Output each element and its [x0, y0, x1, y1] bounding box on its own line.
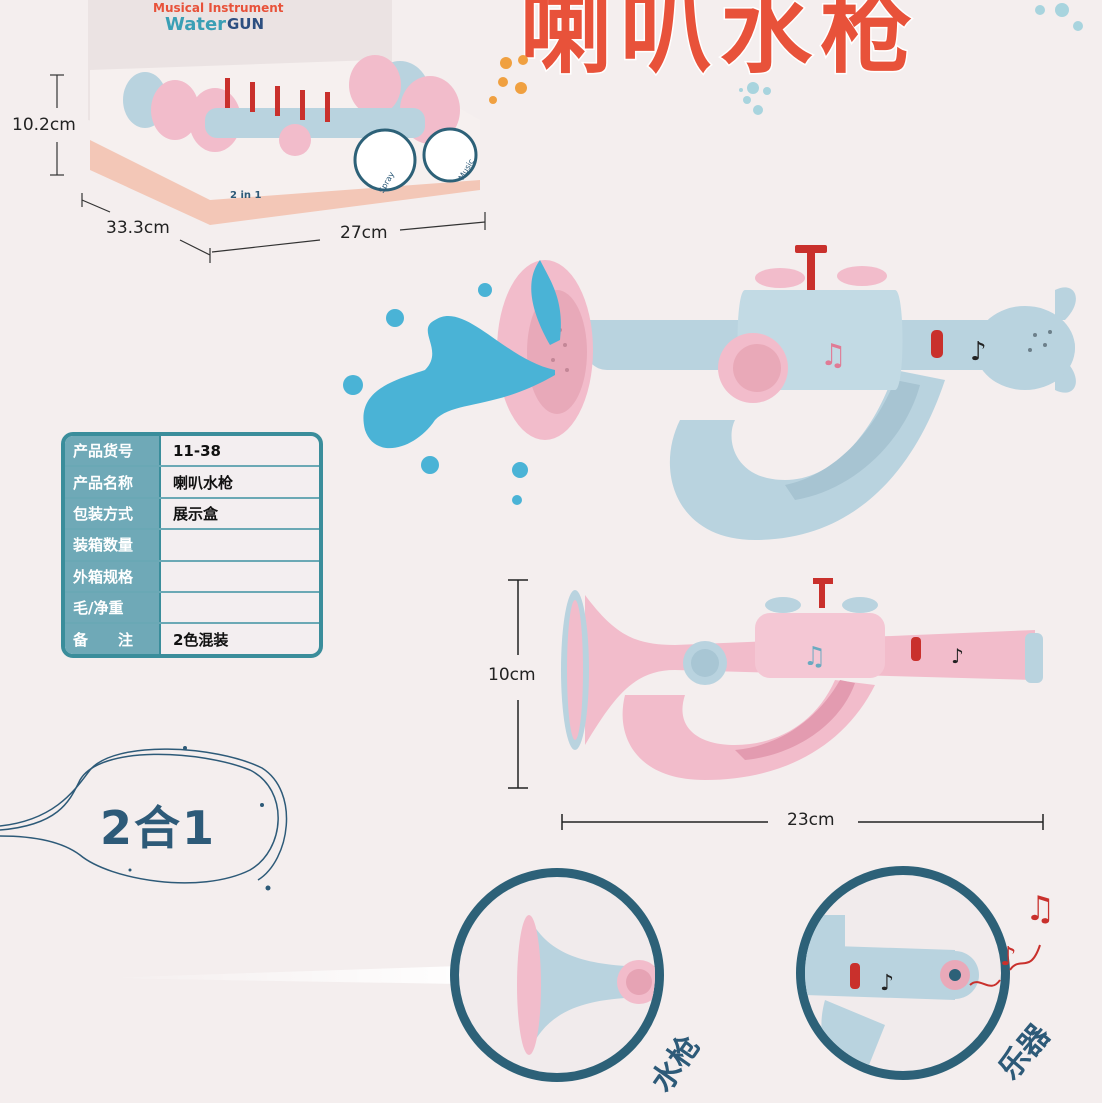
svg-text:♪: ♪: [970, 337, 987, 367]
music-notes-icon: ♫ ♪: [1000, 889, 1055, 972]
spec-value: 11-38: [173, 441, 221, 460]
spec-value: 展示盒: [173, 504, 219, 523]
box-badge: 2 in 1: [230, 190, 262, 201]
product-length-label: 23cm: [787, 810, 835, 830]
spec-value: 喇叭水枪: [173, 473, 234, 492]
box-brand-small: Musical Instrument: [153, 1, 284, 15]
orange-dots: [489, 55, 528, 104]
spec-row-product-name: 产品名称喇叭水枪: [65, 467, 319, 499]
svg-text:♫: ♫: [803, 642, 826, 672]
spec-label: 装箱数量: [65, 530, 161, 560]
spec-label: 毛/净重: [65, 592, 161, 623]
spec-label: 备 注: [65, 624, 161, 654]
spec-label: 包装方式: [65, 498, 161, 529]
blue-water-gun-image: ♪ ♫: [343, 245, 1076, 540]
spec-value: [161, 562, 319, 591]
spec-label: 外箱规格: [65, 561, 161, 591]
blue-dots: [739, 3, 1083, 115]
page-title: 喇叭水枪: [518, 0, 921, 88]
box-brand-gun: GUN: [227, 15, 265, 33]
svg-text:♪: ♪: [1000, 942, 1017, 972]
spec-value: [161, 530, 319, 559]
spec-value: [161, 593, 319, 622]
spec-label: 产品名称: [65, 467, 161, 497]
spec-table: 产品货号 11-38 产品名称喇叭水枪 包装方式展示盒 装箱数量 外箱规格 毛/净…: [61, 432, 323, 658]
box-height-label: 10.2cm: [12, 115, 76, 135]
spec-label: 产品货号: [65, 436, 161, 466]
spec-row-item-number: 产品货号 11-38: [65, 436, 319, 468]
product-height-label: 10cm: [488, 665, 536, 685]
pink-water-gun-image: ♪ ♫: [561, 578, 1043, 780]
svg-text:♫: ♫: [820, 338, 847, 373]
water-gun-feature-circle: [450, 868, 664, 1082]
spec-row-quantity: 装箱数量: [65, 530, 319, 562]
spec-row-remarks: 备 注 2色混装: [65, 624, 319, 654]
box-brand-water: Water: [165, 14, 227, 35]
water-spray-icon: [517, 915, 655, 1055]
svg-text:♫: ♫: [1025, 889, 1055, 929]
display-box-image: Musical Instrument Water GUN 2 in 1 Spra…: [85, 0, 485, 225]
spec-row-packaging: 包装方式展示盒: [65, 498, 319, 531]
spec-row-carton-size: 外箱规格: [65, 561, 319, 593]
badge-swirl: [0, 748, 288, 884]
spray-mist: [100, 966, 460, 984]
box-width-label: 27cm: [340, 223, 388, 243]
svg-text:♪: ♪: [880, 971, 894, 996]
two-in-one-badge: 2合1: [100, 801, 217, 855]
spec-value: 2色混装: [173, 630, 229, 649]
svg-text:♪: ♪: [951, 644, 964, 668]
box-depth-label: 33.3cm: [106, 218, 170, 238]
spec-row-weight: 毛/净重: [65, 592, 319, 625]
instrument-feature-circle: ♪: [796, 866, 1010, 1080]
music-note-icon: ♪: [805, 915, 1001, 1071]
